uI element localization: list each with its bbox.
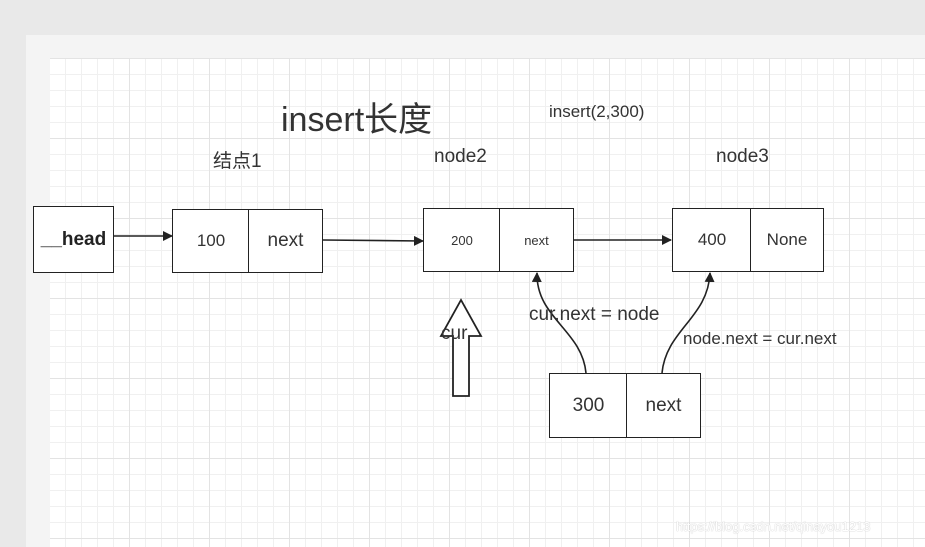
new-node-value: 300: [572, 394, 605, 416]
node2-next: next: [499, 209, 573, 271]
node1-box: 100 next: [172, 209, 323, 273]
node1-value: 100: [196, 231, 226, 250]
head-box: __head: [33, 206, 114, 273]
node2-value: 200: [451, 232, 473, 248]
drawing-canvas: [50, 58, 925, 547]
node3-next: None: [750, 209, 823, 271]
label-cur: cur: [441, 323, 468, 344]
head-label: __head: [40, 228, 107, 250]
cur-pointer-arrow: [439, 298, 483, 397]
label-node2: node2: [434, 146, 487, 167]
new-node-box: 300 next: [549, 373, 701, 438]
label-node-next-eq-cur-next: node.next = cur.next: [683, 329, 837, 348]
label-node3: node3: [716, 146, 769, 167]
diagram-title: insert长度: [281, 101, 433, 139]
diagram-subtitle: insert(2,300): [549, 102, 645, 121]
arrow-node1-to-node2: [322, 235, 424, 246]
arrow-newnode-to-node3: [661, 272, 715, 374]
arrow-newnode-to-node2: [531, 272, 587, 374]
node3-box: 400 None: [672, 208, 824, 272]
new-node-next: next: [626, 374, 700, 437]
label-node1: 结点1: [213, 151, 262, 172]
node3-value: 400: [697, 230, 727, 249]
node2-box: 200 next: [423, 208, 574, 272]
watermark: https://blog.csdn.net/qinayou1213: [676, 519, 871, 534]
label-cur-next-eq-node: cur.next = node: [529, 304, 660, 325]
node1-next: next: [248, 210, 322, 272]
